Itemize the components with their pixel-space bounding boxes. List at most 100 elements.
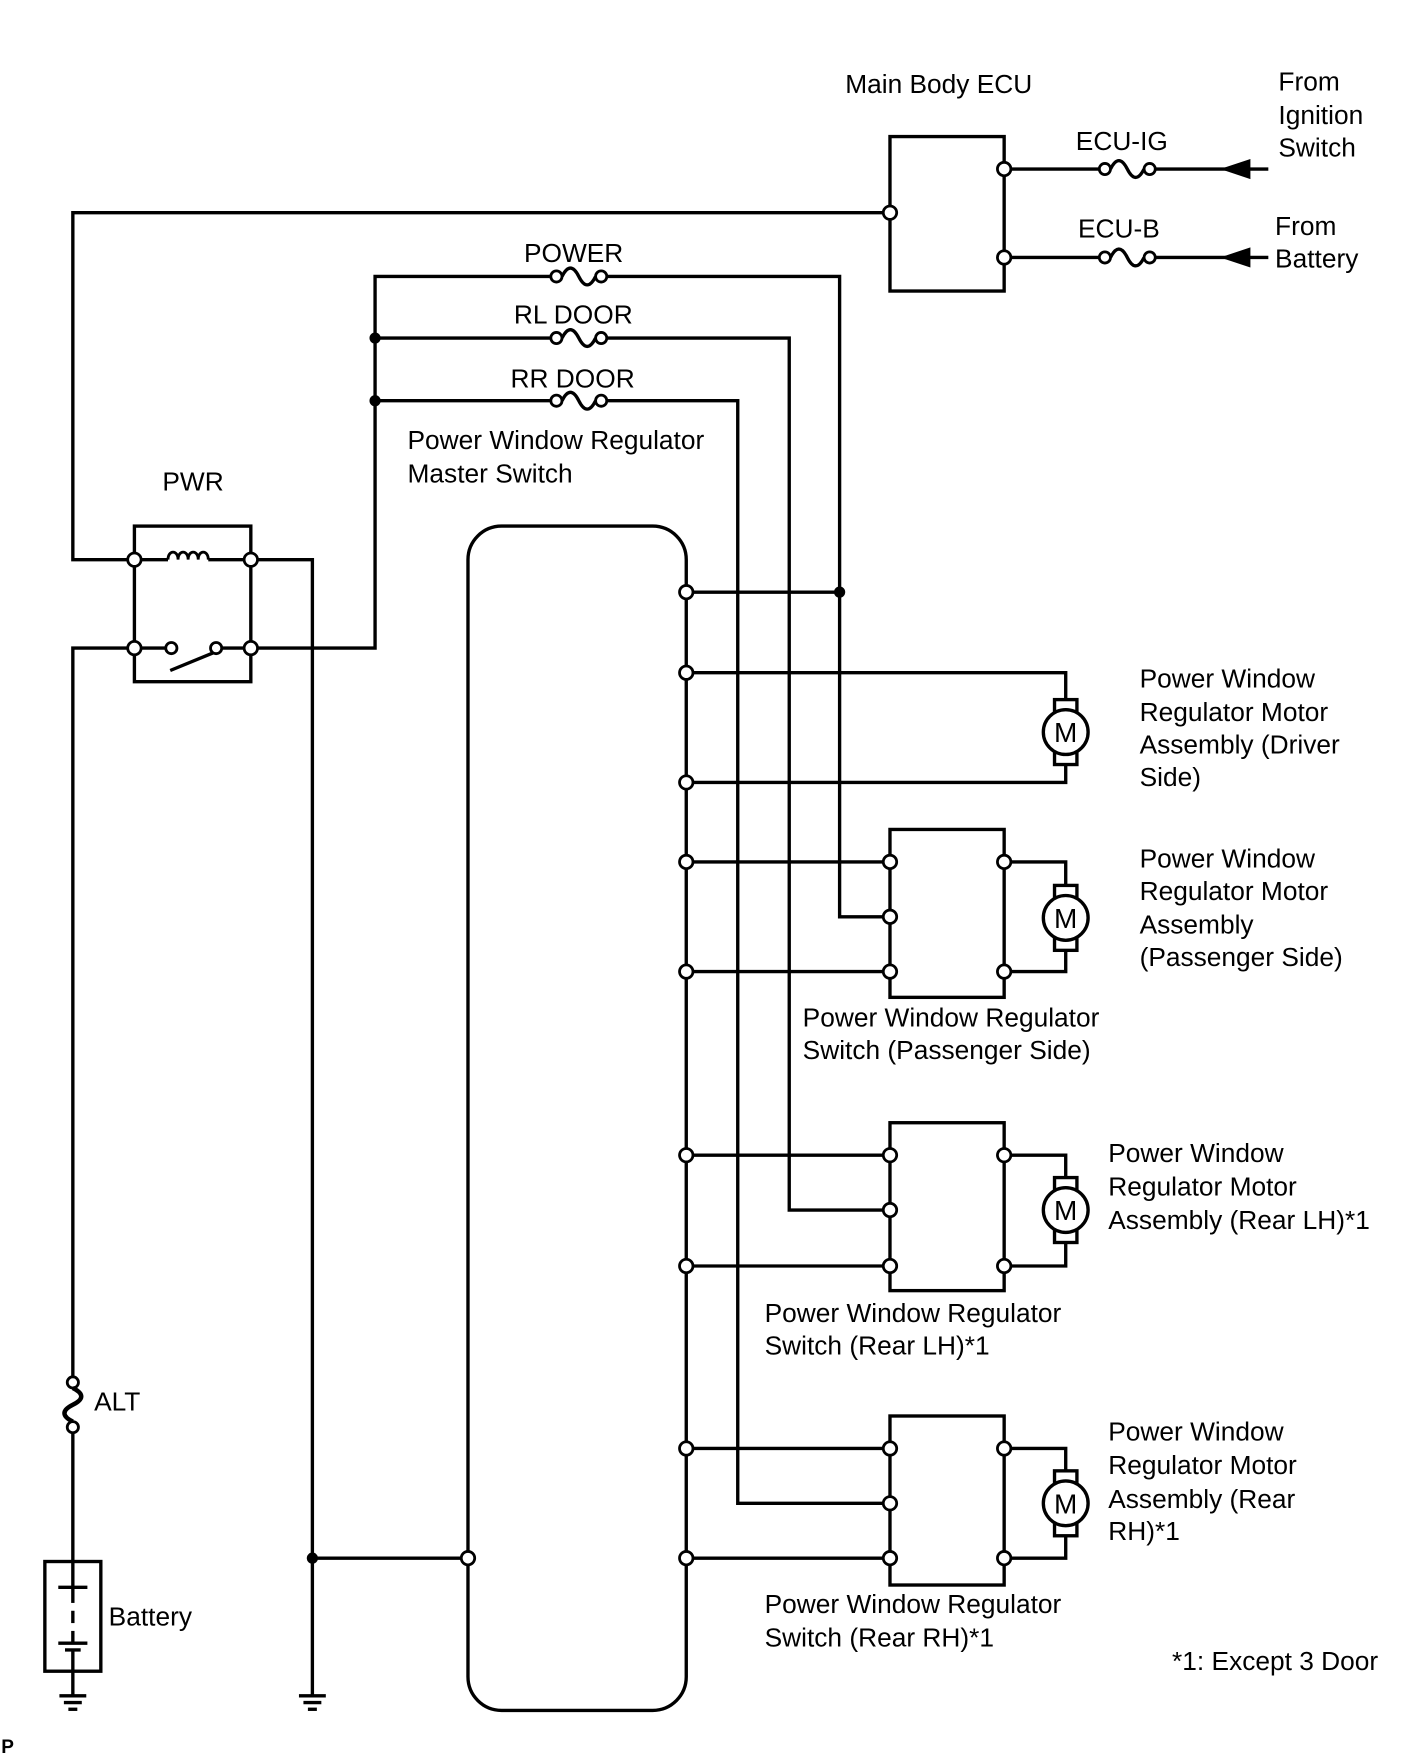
- fuse-power-label: POWER: [524, 238, 623, 268]
- passenger-motor-label: Assembly: [1140, 910, 1255, 940]
- wire-rl-door-output: [607, 336, 890, 1212]
- fuse-element: [560, 328, 598, 349]
- rear-rh-motor-label: RH)*1: [1108, 1516, 1180, 1546]
- rear-rh-switch-label: Power Window Regulator: [765, 1589, 1062, 1619]
- fuse-alt-icon: [62, 1375, 84, 1435]
- relay-switch-contact: [164, 641, 179, 656]
- relay-coil-icon: [166, 550, 210, 560]
- driver-motor-label: Assembly (Driver: [1140, 729, 1340, 759]
- passenger-switch-label: Power Window Regulator: [803, 1002, 1100, 1032]
- master-switch-box: [466, 524, 688, 1713]
- footnote: *1: Except 3 Door: [1172, 1646, 1378, 1676]
- fuse-terminal: [65, 1420, 80, 1435]
- rear-lh-motor-label: Power Window: [1108, 1138, 1284, 1168]
- from-battery-label: Battery: [1275, 244, 1359, 274]
- rear-lh-switch-terminal: [881, 1257, 899, 1275]
- fuse-terminal: [594, 269, 609, 284]
- fuse-power-icon: [549, 266, 609, 287]
- rear-lh-motor-icon: M: [1041, 1175, 1090, 1245]
- ecu-title: Main Body ECU: [845, 69, 1032, 99]
- from-ignition-label: From: [1278, 67, 1339, 97]
- passenger-motor-label: Power Window: [1140, 844, 1316, 874]
- relay-switch-contact: [209, 641, 224, 656]
- driver-motor-label: Regulator Motor: [1140, 697, 1329, 727]
- motor-circle: [1041, 893, 1090, 942]
- wire-relay-switch-supply: [71, 646, 135, 1377]
- passenger-motor-label: (Passenger Side): [1140, 942, 1343, 972]
- passenger-switch-terminal: [881, 963, 899, 980]
- main-body-ecu-box: [888, 134, 1006, 293]
- motor-circle: [1041, 1479, 1090, 1528]
- pwr-relay: [132, 524, 253, 684]
- passenger-switch-terminal: [881, 908, 899, 925]
- from-ignition-label: Ignition: [1278, 100, 1363, 130]
- master-terminal: [678, 963, 695, 980]
- master-terminal: [459, 1550, 477, 1567]
- wire-driver-motor-b: [686, 764, 1068, 785]
- wire-relay-output-bus: [250, 274, 550, 650]
- master-terminal: [678, 774, 695, 791]
- rear-lh-switch-terminal: [881, 1201, 899, 1219]
- fuse-rr-door-icon: [549, 390, 609, 411]
- master-switch-label: Power Window Regulator: [408, 425, 705, 455]
- master-terminal: [678, 853, 695, 871]
- master-terminal: [678, 1440, 695, 1457]
- wire-passenger-motor-a: [1004, 860, 1068, 886]
- wire-passenger-motor-b: [1004, 950, 1068, 974]
- fuse-element: [1108, 158, 1146, 180]
- rear-rh-switch-terminal: [996, 1440, 1013, 1457]
- rear-lh-switch-terminal: [996, 1257, 1013, 1275]
- relay-box: [132, 524, 253, 684]
- fuse-terminal: [549, 331, 564, 346]
- motor-symbol: M: [1054, 1195, 1077, 1226]
- fuse-terminal: [549, 393, 564, 408]
- labels: Main Body ECU From Ignition Switch ECU-I…: [1, 67, 1378, 1758]
- rear-rh-switch-terminal: [881, 1495, 899, 1512]
- junction-dot: [834, 586, 846, 598]
- junction-dots: [306, 332, 846, 1564]
- fuse-ecu-b-label: ECU-B: [1078, 213, 1160, 243]
- rear-rh-motor-label: Power Window: [1108, 1417, 1284, 1447]
- junction-dot: [369, 395, 381, 407]
- fuse-terminal: [549, 269, 564, 284]
- fuse-terminal: [1097, 250, 1112, 265]
- fuse-rl-door-icon: [549, 328, 609, 349]
- rear-lh-motor-label: Assembly (Rear LH)*1: [1108, 1205, 1370, 1235]
- rear-rh-motor-icon: M: [1041, 1469, 1090, 1538]
- passenger-switch-terminal: [996, 853, 1013, 871]
- master-terminal: [678, 1550, 695, 1567]
- battery-icon: [43, 1559, 103, 1673]
- ecu-terminal: [996, 160, 1013, 178]
- wire-relay-coil-to-ground: [250, 558, 315, 1696]
- rear-lh-switch-label: Switch (Rear LH)*1: [765, 1330, 990, 1360]
- arrow-from-battery-icon: [1220, 247, 1251, 268]
- driver-motor-icon: M: [1041, 697, 1090, 767]
- fuse-element: [1108, 247, 1146, 268]
- passenger-motor-label: Regulator Motor: [1140, 876, 1329, 906]
- rear-rh-switch-terminal: [881, 1550, 899, 1567]
- fuse-terminal: [594, 393, 609, 408]
- rear-rh-switch-box: [888, 1414, 1006, 1587]
- fuse-terminal: [594, 331, 609, 346]
- rear-rh-motor-label: Regulator Motor: [1108, 1450, 1297, 1480]
- passenger-switch-terminal: [881, 853, 899, 871]
- passenger-switch-terminal: [996, 963, 1013, 980]
- master-terminal: [678, 1147, 695, 1164]
- master-terminal: [678, 584, 695, 601]
- wire-rear-rh-motor-a: [1004, 1446, 1068, 1471]
- motor-circle: [1041, 1185, 1090, 1235]
- rear-rh-switch-label: Switch (Rear RH)*1: [765, 1623, 994, 1653]
- ecu-terminal: [881, 204, 899, 221]
- terminals: [126, 160, 1013, 1567]
- rear-rh-switch-terminal: [996, 1550, 1013, 1567]
- motor-circle: [1041, 707, 1090, 757]
- fuse-rl-door-label: RL DOOR: [514, 299, 633, 329]
- relay-terminal: [126, 639, 143, 657]
- master-terminal: [678, 1257, 695, 1275]
- wires: [71, 167, 1269, 1696]
- motor-symbol: M: [1054, 717, 1077, 748]
- driver-motor-label: Side): [1140, 762, 1201, 792]
- fuse-ecu-b-icon: [1097, 247, 1157, 268]
- fuse-element: [560, 266, 598, 287]
